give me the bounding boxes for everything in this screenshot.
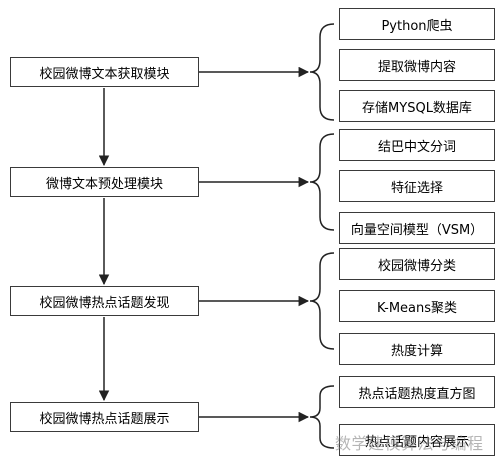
item-python-crawler: Python爬虫: [339, 8, 495, 40]
item-extract-weibo-content: 提取微博内容: [339, 49, 495, 81]
module-hot-topic-discovery: 校园微博热点话题发现: [10, 286, 199, 316]
brace-module3: [309, 252, 335, 350]
brace-module2: [309, 133, 335, 231]
module-text-preprocessing: 微博文本预处理模块: [10, 167, 199, 197]
item-feature-selection: 特征选择: [339, 170, 495, 202]
item-jieba-segmentation: 结巴中文分词: [339, 129, 495, 161]
module-text-acquisition: 校园微博文本获取模块: [10, 57, 199, 87]
item-weibo-classification: 校园微博分类: [339, 248, 495, 280]
item-heat-histogram: 热点话题热度直方图: [339, 376, 495, 408]
item-kmeans-clustering: K-Means聚类: [339, 290, 495, 322]
watermark: 数学建模算法与编程: [335, 434, 484, 453]
item-heat-calculation: 热度计算: [339, 333, 495, 365]
brace-module4: [309, 385, 335, 449]
item-topic-content-display: 热点话题内容展示: [339, 424, 495, 456]
item-store-mysql: 存储MYSQL数据库: [339, 90, 495, 122]
module-hot-topic-display: 校园微博热点话题展示: [10, 402, 199, 432]
item-vector-space-model: 向量空间模型（VSM）: [339, 212, 495, 244]
brace-module1: [309, 23, 335, 121]
